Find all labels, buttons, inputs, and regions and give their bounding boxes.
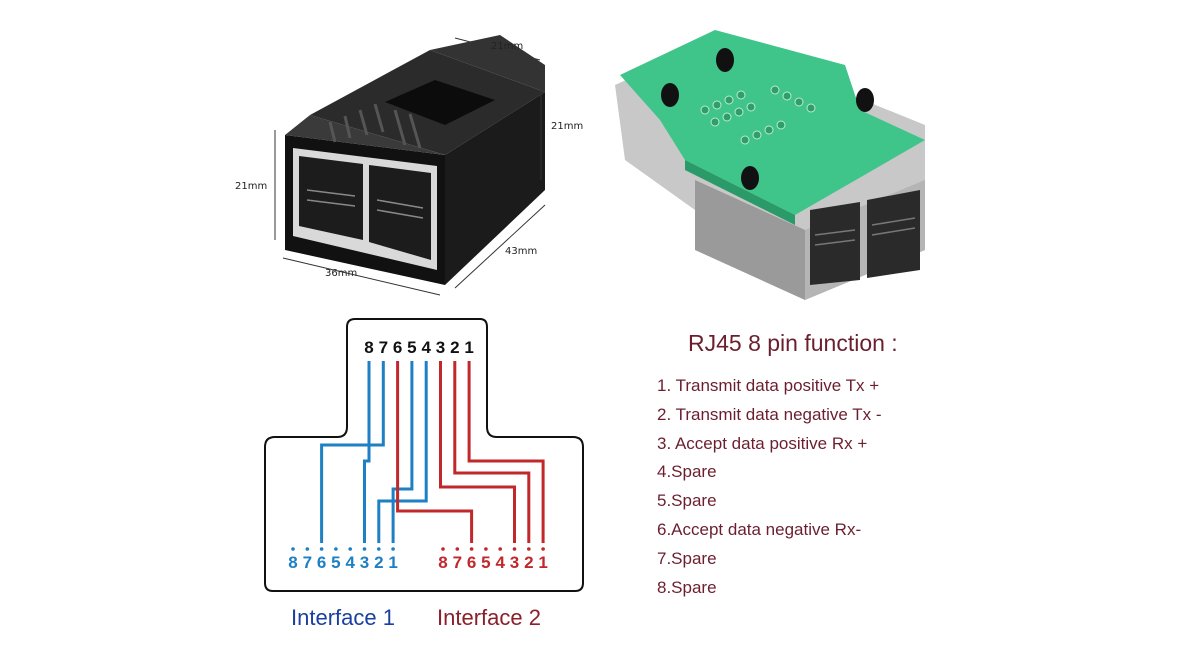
interface1-pin-number: 5 [331, 553, 340, 572]
top-pin-number: 7 [379, 338, 388, 357]
interface2-pin-number: 1 [538, 553, 547, 572]
interface1-pin-number: 3 [360, 553, 369, 572]
interface2-pin-dot [469, 547, 474, 551]
interface2-pin-dot [512, 547, 517, 551]
splitter-outline [264, 318, 584, 592]
interface2-pin-dot [455, 547, 460, 551]
pin-function-title: RJ45 8 pin function : [688, 330, 898, 356]
pin-function-item-3: 3. Accept data positive Rx + [657, 433, 868, 453]
interface1-pin-dot [305, 547, 310, 551]
interface2-pin-number: 2 [524, 553, 533, 572]
dim-depth: 43mm [505, 246, 538, 257]
dim-left-height: 21mm [235, 181, 268, 192]
top-pin-number: 8 [364, 338, 373, 357]
interface1-pin-dot [377, 547, 381, 551]
interface1-wire [377, 361, 428, 543]
interface1-pin-dot [291, 547, 295, 551]
interface2-wire [396, 361, 474, 543]
interface2-pin-number: 8 [438, 553, 447, 572]
dim-front-width: 36mm [325, 268, 358, 279]
interface2-pin-number: 4 [495, 553, 505, 572]
interface2-pin-number: 7 [453, 553, 462, 572]
dim-top-width: 21mm [491, 41, 524, 52]
top-pin-number: 4 [421, 338, 431, 357]
pin-function-item-5: 5.Spare [657, 491, 717, 511]
interface1-wire [391, 361, 414, 543]
interface1-pin-dot [334, 547, 338, 551]
interface1-pin-dot [348, 547, 352, 551]
interface2-pin-dot [484, 547, 488, 551]
interface2-pin-number: 6 [467, 553, 476, 572]
interface1-pin-number: 4 [345, 553, 355, 572]
pin-function-item-1: 1. Transmit data positive Tx + [657, 376, 880, 395]
interface2-pin-dot [441, 547, 445, 551]
interface1-pin-number: 6 [317, 553, 326, 572]
pin-function-item-6: 6.Accept data negative Rx- [657, 519, 862, 539]
interface2-pin-dot [541, 547, 545, 551]
splitter-photo [274, 35, 546, 296]
interface2-pin-number: 5 [481, 553, 490, 572]
interface1-pin-dot [319, 547, 324, 551]
interface2-wire [439, 361, 516, 543]
top-pin-number: 5 [407, 338, 416, 357]
top-pin-number: 6 [393, 338, 402, 357]
dim-top-right-height: 21mm [551, 121, 584, 132]
interface2-wire [453, 361, 531, 543]
interface2-label: Interface 2 [437, 605, 541, 630]
interface1-label: Interface 1 [291, 605, 395, 630]
pin-function-item-7: 7.Spare [657, 548, 717, 568]
top-pin-number: 3 [436, 338, 445, 357]
interface1-pin-number: 7 [303, 553, 312, 572]
interface1-pin-number: 2 [374, 553, 383, 572]
interface1-pin-number: 1 [388, 553, 397, 572]
interface1-wire [363, 361, 371, 543]
top-pin-number: 2 [450, 338, 459, 357]
interface1-pin-dot [391, 547, 395, 551]
pcb-splitter-photo [615, 30, 925, 300]
interface2-pin-dot [498, 547, 502, 551]
pin-function-item-4: 4.Spare [657, 462, 717, 482]
interface1-wire [320, 361, 385, 543]
interface2-wire [467, 361, 545, 543]
top-pin-number: 1 [464, 338, 473, 357]
pin-function-list: 1. Transmit data positive Tx + 2. Transm… [657, 372, 882, 602]
pin-function-item-8: 8.Spare [657, 577, 717, 597]
interface2-pin-number: 3 [510, 553, 519, 572]
interface1-pin-dot [362, 547, 367, 551]
pin-function-item-2: 2. Transmit data negative Tx - [657, 404, 882, 424]
interface2-pin-dot [527, 547, 531, 551]
interface1-pin-number: 8 [288, 553, 297, 572]
